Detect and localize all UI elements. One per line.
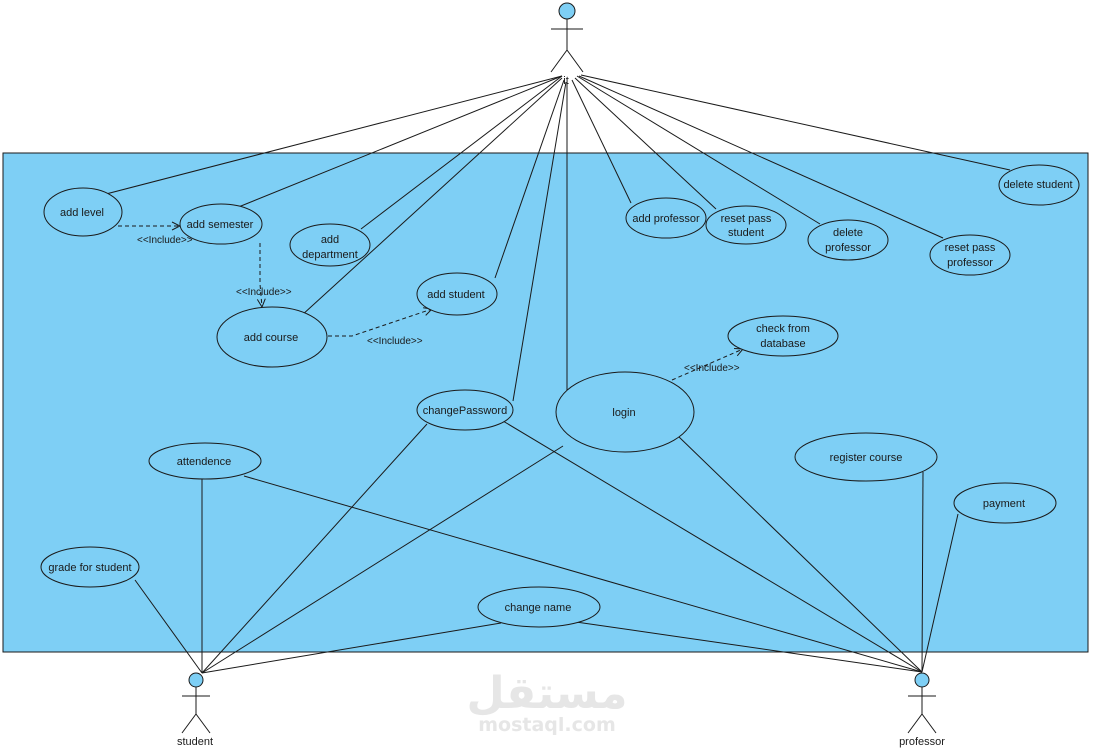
assoc-professor-payment bbox=[921, 513, 959, 673]
use-case-payment[interactable]: payment bbox=[953, 482, 1057, 524]
assoc-student-login bbox=[201, 445, 564, 674]
use-case-label: changePassword bbox=[423, 405, 507, 417]
use-case-add-student[interactable]: add student bbox=[416, 272, 498, 316]
include-label-course-student: <<Include>> bbox=[367, 336, 423, 347]
include-arrow-course-student bbox=[328, 309, 432, 337]
stick-figure-icon bbox=[907, 687, 937, 734]
assoc-it-add-level bbox=[105, 75, 563, 195]
assoc-professor-register-course bbox=[921, 471, 924, 673]
assoc-it-add-department bbox=[360, 75, 563, 230]
watermark: مستقل mostaql.com bbox=[467, 668, 628, 736]
use-case-attendence[interactable]: attendence bbox=[148, 442, 262, 480]
use-case-label: add semester bbox=[187, 219, 254, 231]
use-case-change-name[interactable]: change name bbox=[477, 586, 601, 628]
use-case-label: grade for student bbox=[48, 562, 131, 574]
use-case-add-course[interactable]: add course bbox=[216, 306, 328, 368]
assoc-it-change-password bbox=[512, 81, 567, 402]
assoc-it-reset-pass-professor bbox=[578, 75, 944, 239]
use-case-label: login bbox=[612, 407, 635, 419]
use-case-delete-student[interactable]: delete student bbox=[998, 164, 1080, 206]
actor-head-icon bbox=[188, 672, 204, 688]
use-case-label: add professor bbox=[632, 213, 700, 225]
use-case-label: attendence bbox=[177, 456, 231, 468]
association-lines bbox=[105, 74, 1011, 674]
watermark-latin: mostaql.com bbox=[478, 714, 616, 736]
actor-professor[interactable]: professor bbox=[899, 672, 945, 748]
system-boundary bbox=[2, 152, 1089, 653]
stick-figure-icon bbox=[181, 687, 211, 734]
use-case-label: add student bbox=[427, 289, 485, 301]
use-case-label: add level bbox=[60, 207, 104, 219]
assoc-it-add-course bbox=[300, 77, 563, 317]
use-case-change-password[interactable]: changePassword bbox=[416, 389, 514, 431]
include-label-level-semester: <<Include>> bbox=[137, 235, 193, 246]
use-case-label: register course bbox=[830, 452, 903, 464]
assoc-student-change-password bbox=[201, 423, 428, 674]
actor-label: student bbox=[177, 736, 213, 748]
include-dependencies bbox=[118, 226, 743, 381]
actor-student[interactable]: student bbox=[177, 672, 213, 748]
use-case-label: payment bbox=[983, 498, 1025, 510]
use-case-grade-for-student[interactable]: grade for student bbox=[40, 546, 140, 588]
use-case-login[interactable]: login bbox=[555, 371, 695, 453]
assoc-it-delete-professor bbox=[576, 75, 821, 225]
assoc-it-add-semester bbox=[235, 75, 563, 209]
watermark-arabic: مستقل bbox=[467, 668, 628, 719]
actor-label: it bbox=[563, 75, 569, 87]
include-label-login-database: <<Include>> bbox=[684, 363, 740, 374]
use-case-add-level[interactable]: add level bbox=[43, 187, 123, 237]
use-case-label: delete student bbox=[1003, 179, 1072, 191]
assoc-student-grade bbox=[134, 579, 203, 674]
assoc-it-reset-pass-student bbox=[574, 77, 717, 210]
include-label-semester-course: <<Include>> bbox=[236, 287, 292, 298]
use-case-add-semester[interactable]: add semester bbox=[179, 203, 263, 245]
actor-it[interactable]: it bbox=[550, 2, 584, 87]
use-case-add-professor[interactable]: add professor bbox=[625, 197, 707, 239]
assoc-professor-attendence bbox=[243, 475, 923, 673]
use-case-register-course[interactable]: register course bbox=[794, 432, 938, 482]
include-labels: <<Include>> <<Include>> <<Include>> <<In… bbox=[137, 235, 740, 374]
use-case-label: add course bbox=[244, 332, 298, 344]
assoc-it-add-student bbox=[494, 79, 565, 279]
assoc-it-delete-student bbox=[580, 74, 1011, 171]
use-case-label: change name bbox=[505, 602, 572, 614]
include-arrow-login-database bbox=[671, 349, 743, 381]
assoc-professor-login bbox=[677, 435, 923, 673]
actor-label: professor bbox=[899, 736, 945, 748]
actor-head-icon bbox=[558, 2, 576, 20]
stick-figure-icon bbox=[550, 19, 584, 73]
include-arrow-semester-course bbox=[260, 243, 262, 307]
assoc-student-change-name bbox=[201, 622, 502, 674]
assoc-it-add-professor bbox=[571, 79, 632, 204]
assoc-professor-change-name bbox=[575, 621, 923, 673]
assoc-professor-change-password bbox=[502, 420, 923, 673]
actor-head-icon bbox=[914, 672, 930, 688]
